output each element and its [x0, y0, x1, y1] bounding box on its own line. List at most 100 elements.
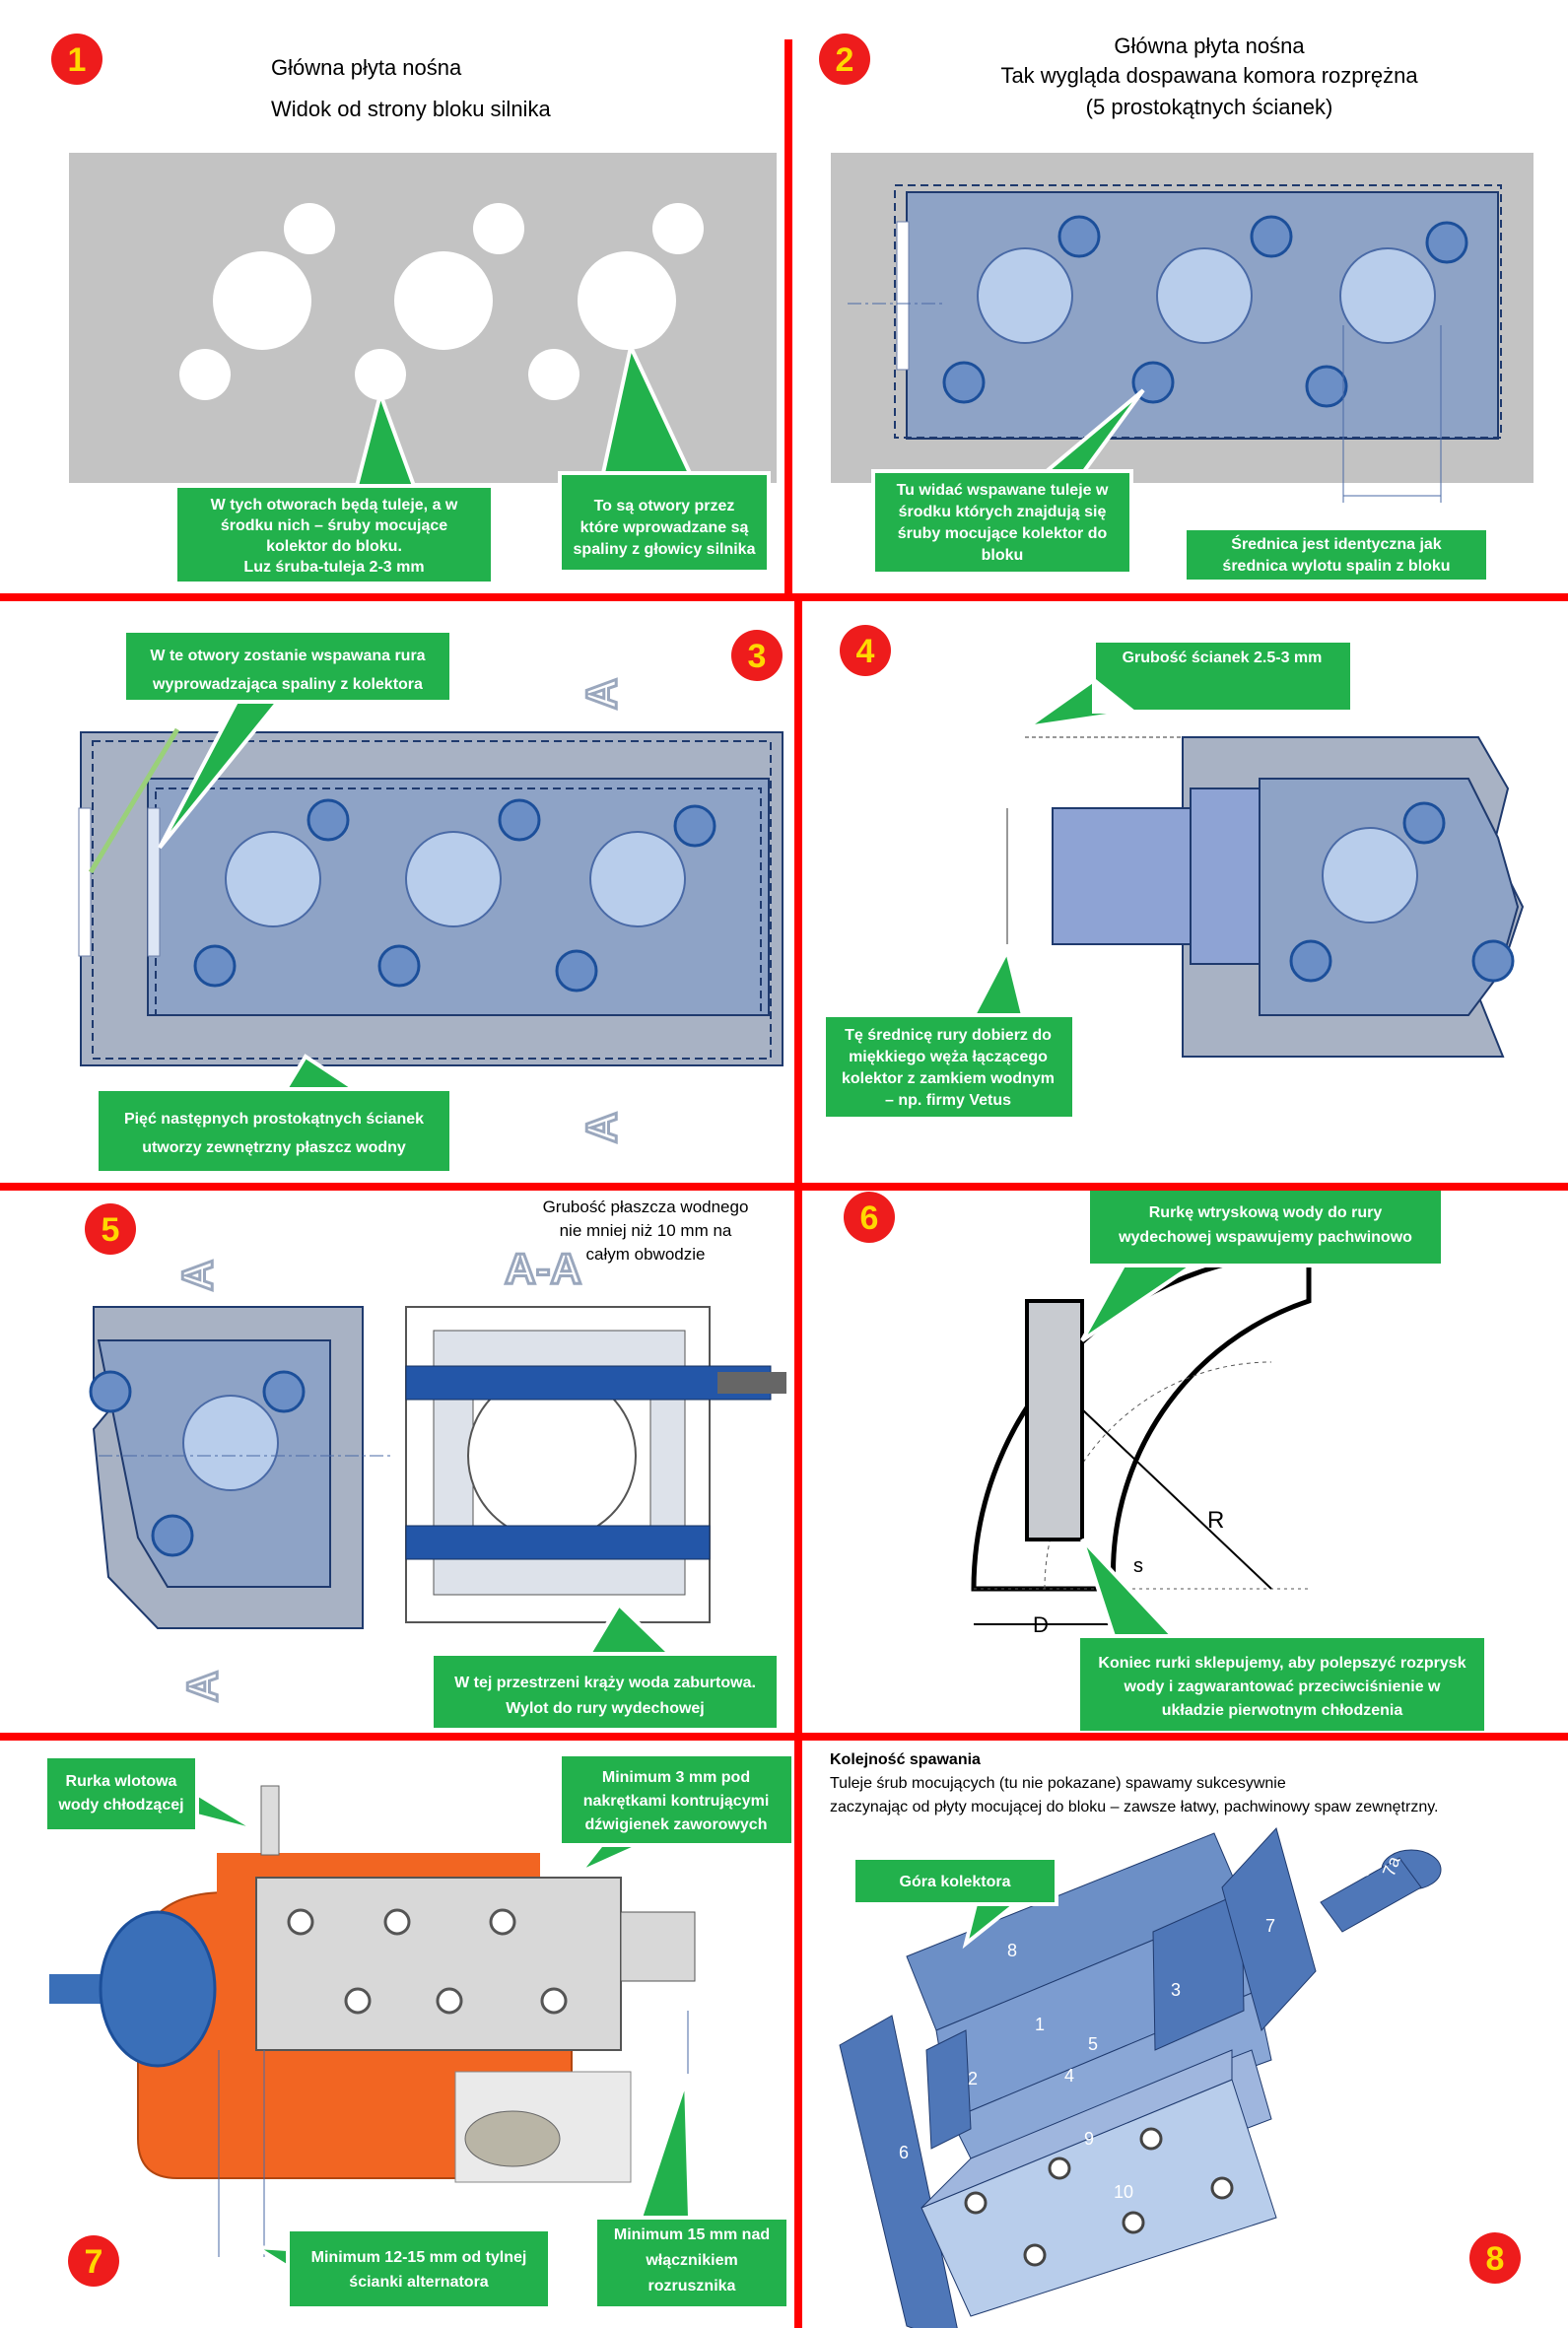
panel-2-title-line3: (5 prostokątnych ścianek) [1086, 95, 1333, 119]
exhaust-hole-2 [405, 831, 502, 927]
bolt-sleeve [1305, 365, 1348, 408]
callout-bubble [558, 1752, 795, 1875]
bolt-sleeve [1471, 939, 1515, 983]
panel-4: 4 Grubość ścianek 2.5-3 mm Tę średnicę r… [822, 625, 1525, 1121]
note-line: nie mniej niż 10 mm na [560, 1221, 732, 1240]
pipe-flange [1190, 787, 1261, 965]
panel-7-number-badge [68, 2235, 119, 2287]
exhaust-hole-1 [977, 247, 1073, 344]
panel-2-number-badge [819, 34, 870, 85]
bolt-hole [179, 349, 231, 400]
section-mark-A-top: A [173, 1260, 222, 1291]
nut-icon [540, 1987, 568, 2015]
panel-2-title-line1: Główna płyta nośna [1114, 34, 1305, 58]
nut-icon [436, 1987, 463, 2015]
bolt-channel-bottom [405, 1525, 711, 1560]
bolt-sleeve [377, 944, 421, 988]
bolt-thread [717, 1372, 786, 1394]
panel-7: 7 Rurka wlotowa wody chłodzącej M [43, 1752, 795, 2310]
part-9 [920, 2049, 1233, 2209]
part-label-4: 4 [1064, 2066, 1074, 2086]
panel-8-text-line2: zaczynając od płyty mocującej do bloku –… [830, 1799, 1438, 1815]
exhaust-hole-2 [394, 251, 493, 350]
callout-bubble [1025, 639, 1354, 729]
panel-6: 6 R s D Rurkę wtryskową wody do rury wyd… [844, 1183, 1488, 1735]
part-6 [839, 2015, 958, 2328]
exhaust-hole-1 [225, 831, 321, 927]
callout-line: rozrusznika [648, 2278, 736, 2294]
panel-5-number: 5 [102, 1211, 120, 1249]
starter-motor-body [464, 2110, 561, 2167]
part-label-8: 8 [1007, 1941, 1017, 1960]
callout-bubble [822, 945, 1076, 1121]
panel-4-number: 4 [856, 633, 875, 670]
exhaust-hole [1322, 827, 1418, 924]
callout-line: Rurkę wtryskową wody do rury [1149, 1204, 1383, 1221]
radius-line [1081, 1408, 1272, 1590]
callout-line: Koniec rurki sklepujemy, aby polepszyć r… [1098, 1655, 1466, 1672]
callout-line: Minimum 12-15 mm od tylnej [311, 2249, 527, 2266]
section-mark-A-bottom: A [178, 1671, 227, 1702]
bolt-sleeve [307, 798, 350, 842]
panel-separators [0, 39, 1568, 2328]
callout-bubble [173, 387, 495, 585]
panel-3: 3 A A W te otwory zostanie wspawana rura… [78, 629, 784, 1175]
panel-8-number-badge [1469, 2232, 1521, 2284]
bolt-hole [528, 349, 579, 400]
panel-2-title-line2: Tak wygląda dospawana komora rozprężna [1000, 63, 1418, 88]
bolt-sleeve [1425, 221, 1468, 264]
callout-line: środku nich – śruby mocujące [221, 517, 447, 534]
callout-line: środku których znajdują się [899, 504, 1107, 520]
callout-line: W tych otworach będą tuleje, a w [211, 497, 458, 514]
panel-1-title-line2: Widok od strony bloku silnika [271, 97, 551, 121]
nut-icon [383, 1908, 411, 1936]
nut-icon [1139, 2127, 1163, 2151]
panel-2-callout-right: Średnica jest identyczna jak średnica wy… [1222, 534, 1450, 575]
panel-4-callout-bottom: Tę średnicę rury dobierz do miękkiego wę… [842, 1027, 1055, 1109]
callout-line: wydechowej wspawujemy pachwinowo [1118, 1229, 1412, 1246]
panel-7-callout-bottom-right: Minimum 15 mm nad włącznikiem rozrusznik… [614, 2226, 770, 2294]
part-3a-7a-body [1320, 1857, 1422, 1933]
callout-bubble [593, 2079, 790, 2310]
manifold-outlet [620, 1911, 696, 1982]
bolt-hole [355, 349, 406, 400]
callout-bubble [430, 1601, 781, 1732]
section-label-AA: A-A [505, 1245, 581, 1293]
panel-5: 5 Grubość płaszcza wodnego nie mniej niż… [85, 1198, 786, 1732]
bolt-sleeve [942, 361, 986, 404]
exhaust-outlet-pipe [1052, 807, 1192, 945]
part-label-9: 9 [1084, 2129, 1094, 2149]
panel-7-callout-bottom-left: Minimum 12-15 mm od tylnej ścianki alter… [311, 2249, 527, 2291]
panel-5-note: Grubość płaszcza wodnego nie mniej niż 1… [543, 1198, 749, 1264]
bolt-sleeve [1289, 939, 1332, 983]
panel-3-callout-top: W te otwory zostanie wspawana rura wypro… [150, 648, 425, 693]
part-3 [1152, 1891, 1245, 2051]
exhaust-hole [182, 1395, 279, 1491]
nut-icon [1122, 2211, 1145, 2234]
dim-s: s [1133, 1555, 1143, 1577]
callout-line: – np. firmy Vetus [885, 1092, 1011, 1109]
callout-line: włącznikiem [645, 2252, 737, 2269]
part-label-2: 2 [968, 2069, 978, 2088]
panel-5-callout-bottom: W tej przestrzeni krąży woda zaburtowa. … [454, 1675, 756, 1717]
dim-D: D [1033, 1612, 1049, 1637]
callout-bubble [1183, 526, 1490, 583]
callout-line: Tu widać wspawane tuleje w [897, 482, 1109, 499]
panel-8-heading: Kolejność spawania [830, 1751, 981, 1768]
callout-line: Rurka wlotowa [66, 1773, 177, 1790]
nut-icon [1048, 2157, 1071, 2180]
nut-icon [489, 1908, 516, 1936]
bolt-sleeve [151, 1514, 194, 1557]
bolt-hole [473, 203, 524, 254]
exhaust-hole-1 [213, 251, 311, 350]
panel-7-number: 7 [85, 2243, 103, 2281]
bolt-sleeve [498, 798, 541, 842]
callout-bubble [254, 2227, 552, 2310]
callout-line: ścianki alternatora [349, 2274, 489, 2291]
callout-line: średnica wylotu spalin z bloku [1222, 558, 1450, 575]
part-10-nuts [964, 2127, 1234, 2267]
alternator-shaft [49, 1974, 108, 2004]
panel-5-number-badge [85, 1203, 136, 1255]
part-label-7: 7 [1265, 1916, 1275, 1936]
callout-line: To są otwory przez [594, 498, 735, 514]
